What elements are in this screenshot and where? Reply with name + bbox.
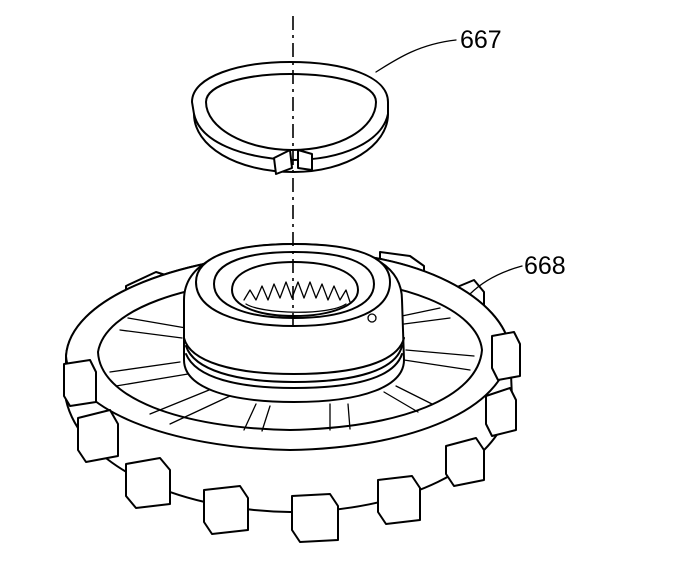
front-lugs (63, 331, 521, 543)
seal-ring-illustration (191, 61, 389, 175)
leader-line-668 (469, 265, 523, 295)
leader-line-667 (375, 39, 457, 73)
sprag-race-hub-illustration (63, 243, 521, 543)
hub-spokes (109, 307, 475, 432)
callout-label-668: 668 (524, 252, 566, 280)
hub-dot (367, 313, 377, 323)
internal-splines (243, 281, 351, 313)
callout-label-667: 667 (460, 26, 502, 54)
